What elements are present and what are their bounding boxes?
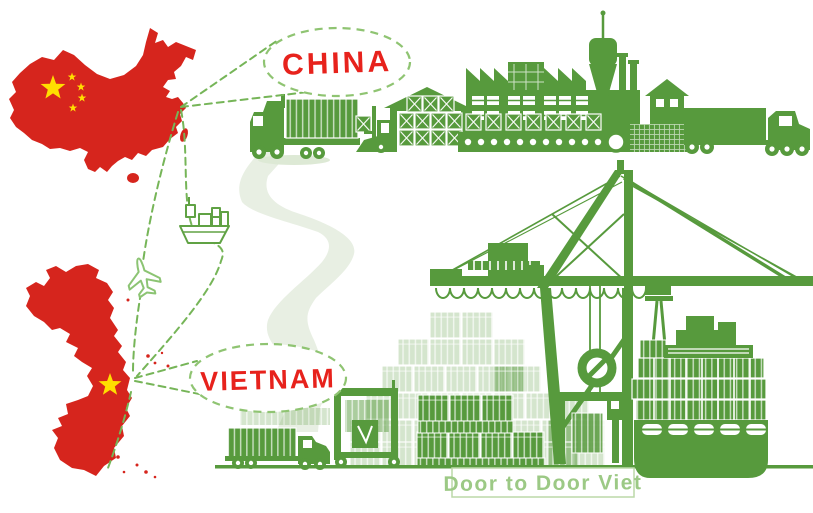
- chimneys-icon: [617, 53, 639, 92]
- vietnam-map: [26, 264, 170, 479]
- sea-route-dashed: [136, 109, 224, 377]
- china-map: [9, 28, 196, 183]
- vietnam-bubble: VIETNAM: [188, 342, 348, 414]
- air-route-dashed: [107, 111, 179, 469]
- china-bubble-label: CHINA: [282, 45, 393, 82]
- port-container-truck-icon: [225, 427, 330, 470]
- winding-road: [239, 150, 355, 432]
- container-truck-left-icon: [250, 94, 360, 159]
- brand-plate: Door to Door Viet: [443, 467, 643, 498]
- map-speckles: [116, 298, 170, 479]
- vietnam-bubble-tail: [134, 360, 205, 396]
- quay-line: [215, 465, 813, 469]
- container-stacks-faded: [240, 311, 606, 469]
- spreader-container: [554, 392, 630, 463]
- vietnam-bubble-label: VIETNAM: [200, 363, 336, 397]
- airplane-icon: [127, 257, 162, 299]
- straddle-carrier-icon: [334, 380, 400, 468]
- container-ship-icon: [631, 296, 768, 478]
- china-bubble-tail: [180, 39, 309, 108]
- vietnam-flag-star: [98, 373, 122, 395]
- route-lines: [107, 39, 309, 469]
- conveyor-belt-icon: [458, 113, 627, 153]
- china-bubble: CHINA: [262, 26, 412, 98]
- water-tower-icon: [589, 10, 617, 96]
- hainan-island: [127, 173, 139, 183]
- warehouse-icon: [384, 87, 470, 152]
- port-scene: Door to Door Viet: [215, 160, 813, 498]
- cargo-ship-icon: [179, 197, 230, 244]
- container-truck-right-icon: [684, 108, 810, 156]
- factory-scene: [250, 10, 810, 165]
- china-flag-stars: [40, 72, 87, 112]
- gantry-crane-icon: [430, 160, 813, 466]
- small-house-icon: [645, 79, 689, 107]
- pallet-stack-icon: [630, 124, 688, 152]
- brand-text: Door to Door Viet: [443, 471, 642, 496]
